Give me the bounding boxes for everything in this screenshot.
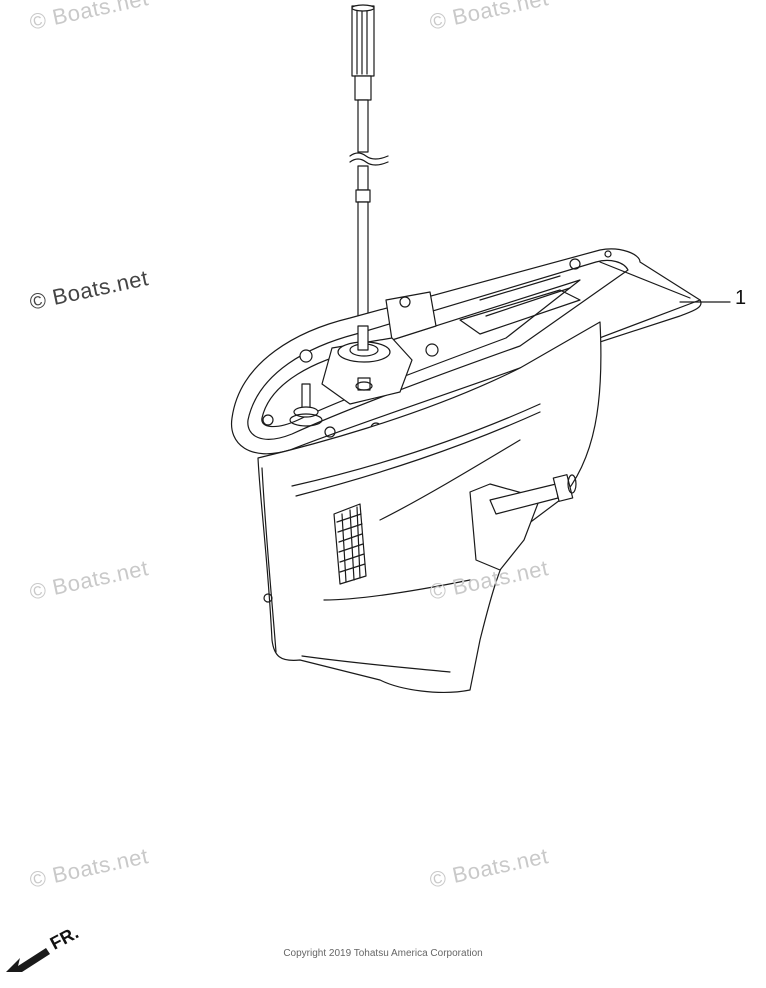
gear-case-body <box>257 321 602 693</box>
drive-shaft <box>349 4 389 333</box>
front-direction-arrow <box>6 948 50 972</box>
water-intake-grille <box>333 503 367 585</box>
copyright-notice: Copyright 2019 Tohatsu America Corporati… <box>283 948 483 959</box>
water-pump-housing <box>262 325 439 438</box>
shift-rod <box>289 383 323 427</box>
propeller-shaft <box>469 474 577 571</box>
callout-label-1: 1 <box>735 287 747 309</box>
